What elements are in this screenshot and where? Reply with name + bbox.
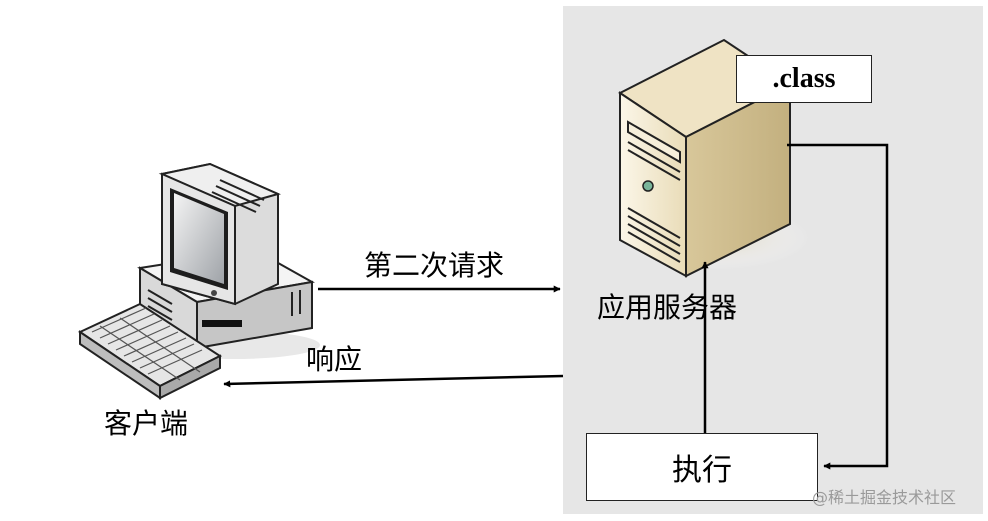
request-label: 第二次请求 [364, 249, 505, 282]
server-label: 应用服务器 [597, 291, 738, 324]
class-file-box: .class [736, 55, 872, 103]
watermark-text: @稀土掘金技术社区 [812, 488, 957, 507]
response-arrow [223, 374, 564, 388]
execute-label: 执行 [672, 453, 732, 488]
class-file-label: .class [772, 63, 836, 94]
response-label: 响应 [306, 343, 363, 376]
desktop-computer-icon [77, 162, 320, 400]
class-flow-connector [787, 143, 889, 470]
client-label: 客户端 [104, 407, 189, 440]
execute-box: 执行 [586, 433, 818, 501]
server-tower-icon [618, 38, 810, 278]
